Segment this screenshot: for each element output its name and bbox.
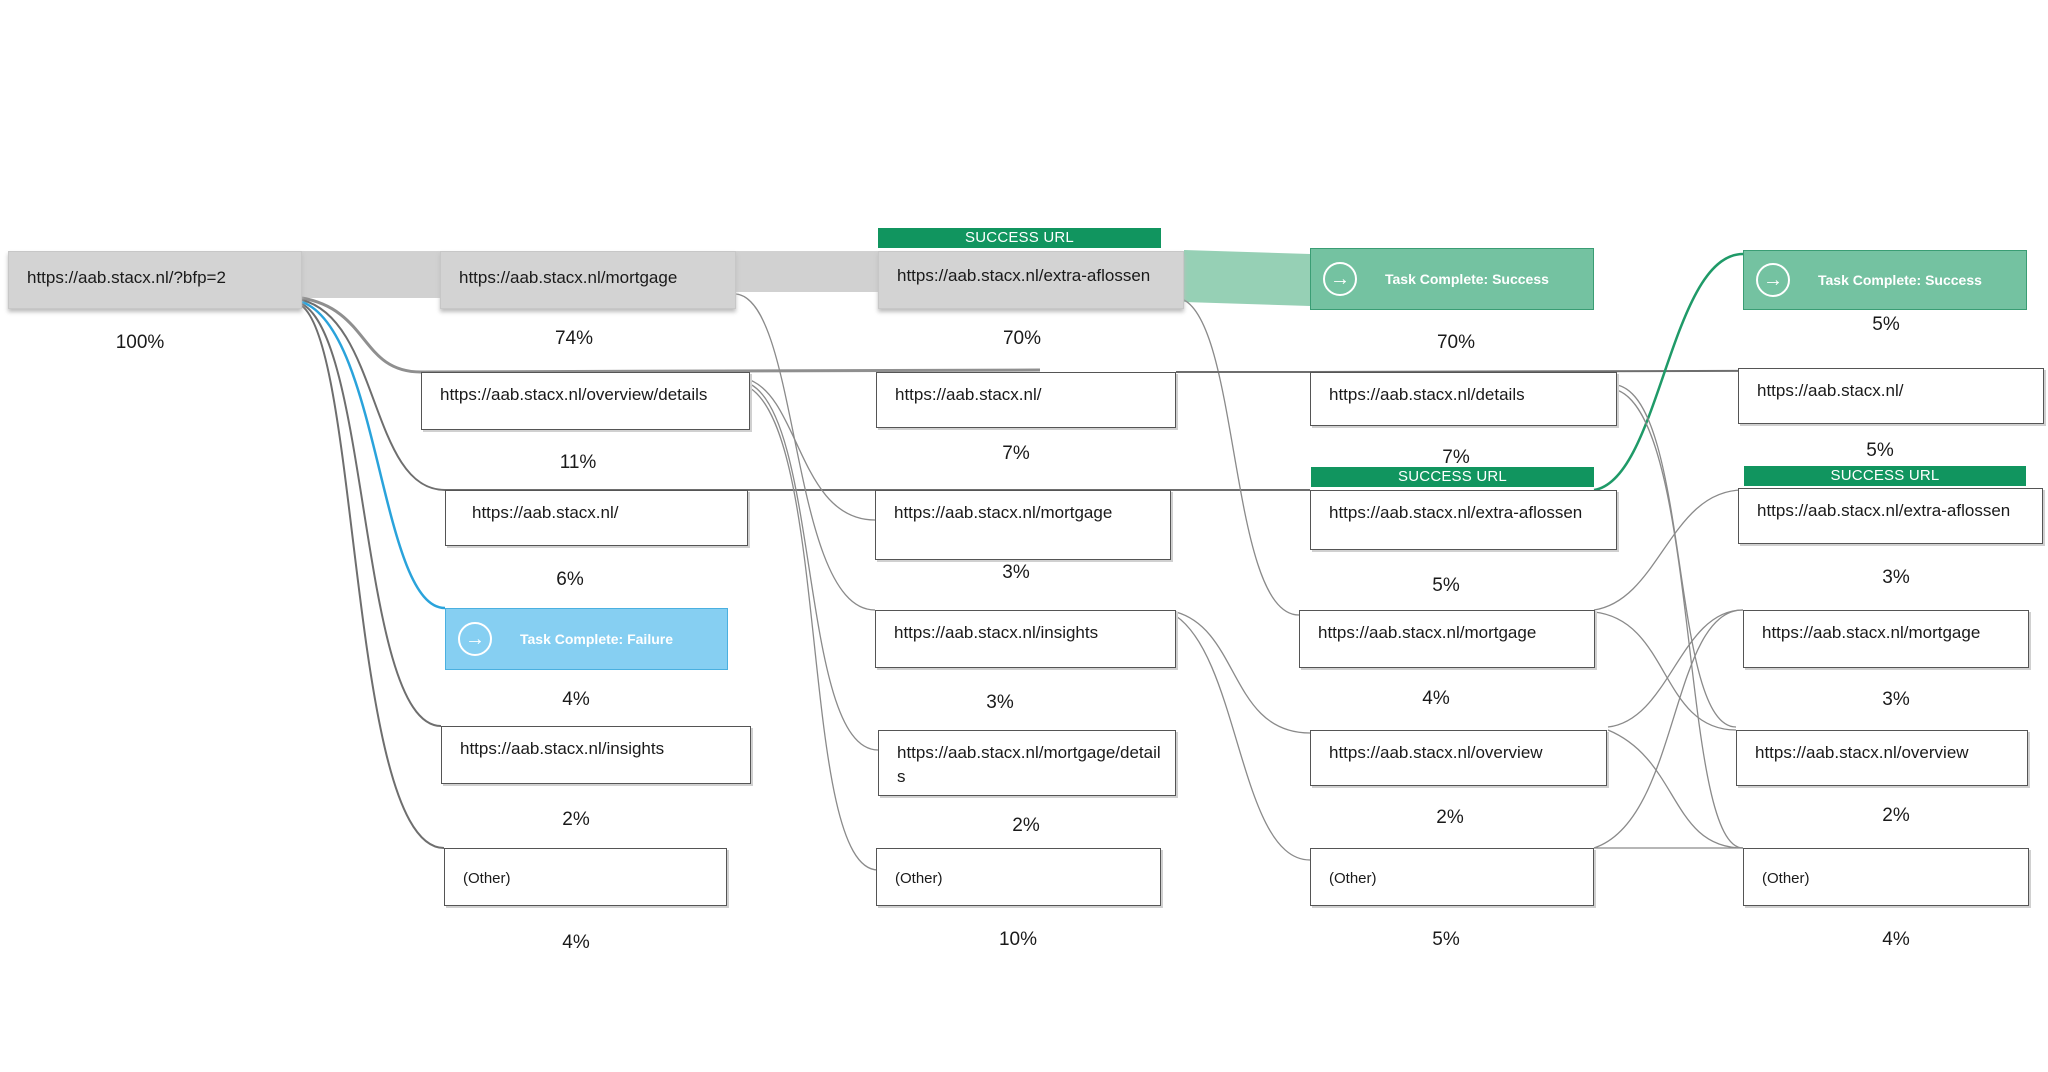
step2-mortgage-node[interactable]: https://aab.stacx.nl/mortgage <box>875 490 1171 560</box>
step3-other-node[interactable]: (Other) <box>1310 848 1594 906</box>
step2-extra-aflossen-node[interactable]: https://aab.stacx.nl/extra-aflossen <box>878 251 1184 309</box>
link-mortgage-insights <box>735 293 876 611</box>
task-success-label: Task Complete: Success <box>1818 272 1982 288</box>
step1-overview-details-node[interactable]: https://aab.stacx.nl/overview/details <box>421 372 750 430</box>
step1-mortgage-percent: 74% <box>554 328 594 349</box>
link-start-insights <box>301 303 442 727</box>
arrow-right-circle-icon: → <box>1323 262 1357 296</box>
link-mortgage-extra <box>1593 489 1744 611</box>
link-start-failure <box>301 300 446 610</box>
step1-insights-node[interactable]: https://aab.stacx.nl/insights <box>441 726 751 784</box>
step3-details-percent: 7% <box>1442 447 1470 468</box>
step4-mortgage-node[interactable]: https://aab.stacx.nl/mortgage <box>1743 610 2029 668</box>
link-overview-other <box>1607 729 1744 849</box>
step2-other-percent: 10% <box>998 929 1038 950</box>
task-failure-label: Task Complete: Failure <box>520 631 674 647</box>
step2-root-percent: 7% <box>1002 443 1030 464</box>
flow-band-success <box>1184 250 1310 306</box>
link-mortgage-overview <box>1593 611 1737 731</box>
success-url-badge: SUCCESS URL <box>1744 466 2026 486</box>
step3-overview-node[interactable]: https://aab.stacx.nl/overview <box>1310 730 1607 786</box>
step1-task-failure-percent: 4% <box>562 689 590 710</box>
link-insights-overview <box>1175 611 1311 734</box>
step1-insights-percent: 2% <box>562 809 590 830</box>
step2-mortgage-details-percent: 2% <box>1012 815 1040 836</box>
link-details-mortgage <box>749 379 876 521</box>
link-start-root <box>301 299 1310 491</box>
step4-overview-percent: 2% <box>1882 805 1910 826</box>
step1-task-failure-node[interactable]: → Task Complete: Failure <box>445 608 728 670</box>
step3-details-node[interactable]: https://aab.stacx.nl/details <box>1310 372 1617 426</box>
step3-mortgage-node[interactable]: https://aab.stacx.nl/mortgage <box>1299 610 1595 668</box>
step3-mortgage-percent: 4% <box>1422 688 1450 709</box>
step2-extra-aflossen-percent: 70% <box>1002 328 1042 349</box>
task-success-label: Task Complete: Success <box>1385 271 1549 287</box>
step4-other-node[interactable]: (Other) <box>1743 848 2029 906</box>
step2-root-node[interactable]: https://aab.stacx.nl/ <box>876 372 1176 428</box>
step1-mortgage-node[interactable]: https://aab.stacx.nl/mortgage <box>440 251 736 309</box>
step1-root-percent: 6% <box>556 569 584 590</box>
step3-task-success-percent: 70% <box>1436 332 1476 353</box>
step4-root-percent: 5% <box>1866 440 1894 461</box>
link-details-other2 <box>1616 389 1744 849</box>
step1-other-node[interactable]: (Other) <box>444 848 727 906</box>
start-node-percent: 100% <box>115 332 165 353</box>
step2-mortgage-details-node[interactable]: https://aab.stacx.nl/mortgage/details <box>878 730 1176 796</box>
link-extra-success <box>1593 252 1744 492</box>
link-start-overview-details <box>301 296 1041 374</box>
step4-overview-node[interactable]: https://aab.stacx.nl/overview <box>1736 730 2028 786</box>
success-url-badge: SUCCESS URL <box>878 228 1161 248</box>
step4-extra-aflossen-node[interactable]: https://aab.stacx.nl/extra-aflossen <box>1738 488 2043 544</box>
step3-extra-aflossen-node[interactable]: https://aab.stacx.nl/extra-aflossen <box>1310 490 1617 550</box>
step2-insights-node[interactable]: https://aab.stacx.nl/insights <box>875 610 1176 668</box>
step4-mortgage-percent: 3% <box>1882 689 1910 710</box>
arrow-right-circle-icon: → <box>1756 263 1790 297</box>
link-details-mortgage-details <box>749 383 879 751</box>
step4-other-percent: 4% <box>1882 929 1910 950</box>
link-start-other <box>301 305 445 849</box>
link-extra-mortgage <box>1183 299 1300 616</box>
step4-root-node[interactable]: https://aab.stacx.nl/ <box>1738 368 2044 424</box>
step3-task-success-node[interactable]: → Task Complete: Success <box>1310 248 1594 310</box>
step3-extra-aflossen-percent: 5% <box>1432 575 1460 596</box>
flow-band-main <box>302 251 440 298</box>
step2-other-node[interactable]: (Other) <box>876 848 1161 906</box>
link-overview-mortgage <box>1607 609 1744 728</box>
step2-mortgage-percent: 3% <box>1002 562 1030 583</box>
step3-overview-percent: 2% <box>1436 807 1464 828</box>
step4-extra-aflossen-percent: 3% <box>1882 567 1910 588</box>
link-insights-other <box>1175 615 1311 861</box>
step3-other-percent: 5% <box>1432 929 1460 950</box>
start-node[interactable]: https://aab.stacx.nl/?bfp=2 <box>8 251 302 309</box>
link-details-overview <box>1616 384 1737 728</box>
step1-root-node[interactable]: https://aab.stacx.nl/ <box>445 490 748 546</box>
step2-insights-percent: 3% <box>986 692 1014 713</box>
arrow-right-circle-icon: → <box>458 622 492 656</box>
step4-task-success-node[interactable]: → Task Complete: Success <box>1743 250 2027 310</box>
step1-other-percent: 4% <box>562 932 590 953</box>
step1-overview-details-percent: 11% <box>559 452 597 473</box>
flow-band-main-2 <box>736 251 878 292</box>
link-details-other <box>749 387 879 871</box>
success-url-badge: SUCCESS URL <box>1311 467 1594 487</box>
link-other-mortgage <box>1593 609 1744 849</box>
step4-task-success-percent: 5% <box>1872 314 1900 335</box>
